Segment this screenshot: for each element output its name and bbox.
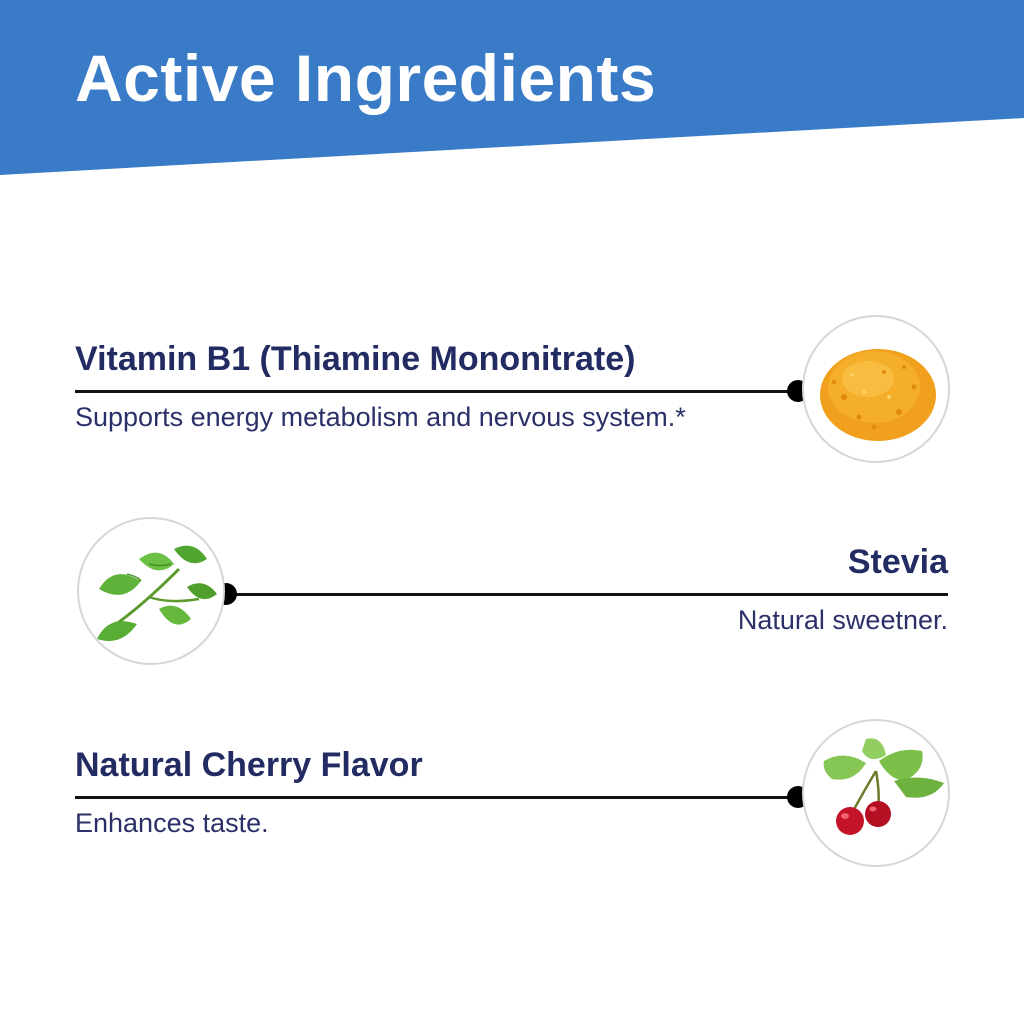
page-title: Active Ingredients	[75, 41, 657, 115]
ingredient-description: Supports energy metabolism and nervous s…	[75, 402, 686, 432]
cherries-icon	[802, 719, 950, 867]
divider-line	[75, 390, 800, 393]
ingredient-description: Natural sweetner.	[737, 605, 948, 635]
divider-line	[226, 593, 948, 596]
header-banner	[0, 0, 1024, 175]
orange-powder-icon	[802, 315, 950, 463]
divider-line	[75, 796, 800, 799]
ingredient-name: Vitamin B1 (Thiamine Mononitrate)	[75, 340, 636, 378]
ingredient-name: Natural Cherry Flavor	[75, 746, 423, 784]
stevia-leaves-icon	[77, 517, 225, 665]
ingredient-name: Stevia	[847, 543, 948, 581]
ingredient-description: Enhances taste.	[75, 808, 269, 838]
